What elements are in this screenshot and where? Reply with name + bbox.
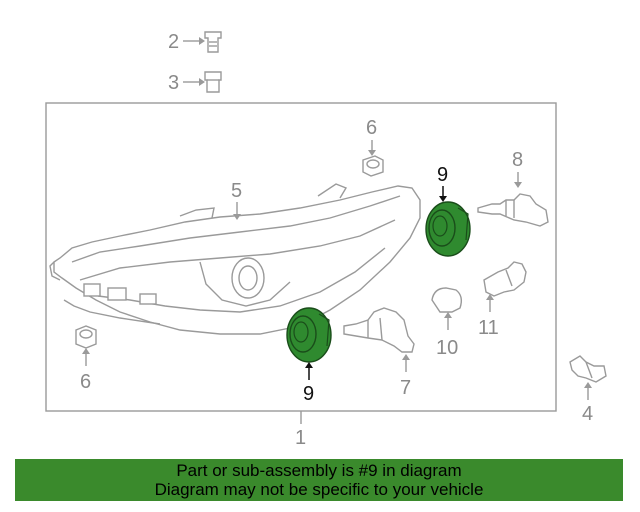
callout-3: 3 [168,72,179,94]
part-6-grommet-top[interactable]: 6 [362,117,384,177]
callout-6-left: 6 [80,371,91,393]
part-3-nut[interactable]: 3 [168,71,222,94]
part-4-screw[interactable]: 4 [569,355,607,425]
callout-5: 5 [231,180,242,202]
part-2-bolt[interactable]: 2 [168,31,222,53]
callout-10: 10 [436,337,458,359]
callout-9-bottom: 9 [303,383,314,405]
callout-2: 2 [168,31,179,53]
callout-9-top: 9 [437,164,448,186]
callout-8: 8 [512,149,523,171]
callout-4: 4 [582,403,593,425]
banner-background [15,459,623,501]
callout-1: 1 [295,427,306,449]
part-8-bulb[interactable]: 8 [477,149,549,227]
part-9-socket-bottom[interactable]: 9 [286,307,332,405]
banner-line-2: Diagram may not be specific to your vehi… [154,480,484,499]
part-10-bulb[interactable]: 10 [431,287,463,359]
part-7-bulb[interactable]: 7 [343,307,415,399]
part-9-socket-top[interactable]: 9 [425,164,471,257]
info-banner: Part or sub-assembly is #9 in diagram Di… [15,459,623,501]
banner-line-1: Part or sub-assembly is #9 in diagram [176,461,462,480]
part-11-bulb[interactable]: 11 [478,261,527,339]
part-6-grommet-left[interactable]: 6 [75,325,97,393]
callout-11: 11 [478,317,499,339]
callout-7: 7 [400,377,411,399]
headlamp-housing[interactable] [49,183,421,335]
callout-6-top: 6 [366,117,377,139]
